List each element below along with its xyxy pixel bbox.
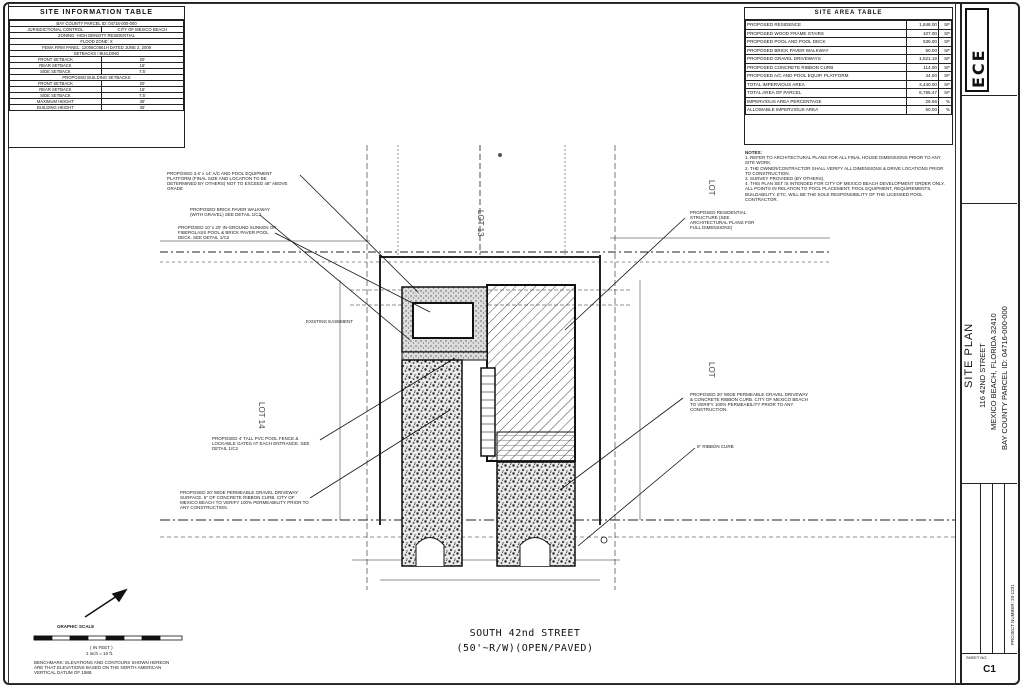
ribbon-curb-left	[415, 537, 445, 566]
ribbon-curb-right	[519, 537, 551, 566]
site-information-table: SITE INFORMATION TABLE BAY COUNTY PARCEL…	[8, 6, 185, 148]
company-logo: ECE	[965, 8, 989, 92]
callout-existing-easement: EXISTING EASEMENT	[306, 319, 354, 324]
sheet-number: C1	[983, 664, 996, 675]
lot-top-right-label: LOT	[707, 180, 716, 196]
street-name: SOUTH 42nd STREET	[469, 628, 581, 639]
note-item: 4. THIS PLAN SET IS INTENDED FOR CITY OF…	[745, 181, 945, 202]
graphic-scale-title: GRAPHIC SCALE	[57, 624, 95, 629]
callout-residence: PROPOSED RESIDENTIAL STRUCTURE (SEE ARCH…	[690, 210, 755, 230]
callout-ribbon-curb: 6" RIBBON CURB	[697, 444, 734, 449]
project-city: MEXICO BEACH, FLORIDA 32410	[989, 313, 998, 430]
notes-block: NOTES: 1. REFER TO ARCHITECTURAL PLANS F…	[745, 150, 945, 202]
site-area-cell: %	[938, 105, 952, 115]
note-item: 3. SURVEY PROVIDED (BY OTHERS).	[745, 176, 825, 182]
site-information-title: SITE INFORMATION TABLE	[9, 7, 184, 20]
note-item: 1. REFER TO ARCHITECTURAL PLANS FOR ALL …	[745, 155, 941, 166]
benchmark-note: BENCHMARK: ELEVATIONS AND CONTOURS SHOWN…	[34, 660, 170, 675]
stair-treads	[481, 375, 495, 449]
callout-gravel-left: PROPOSED 20' WIDE PERMEABLE GRAVEL DRIVE…	[180, 490, 309, 510]
lot-right-label: LOT	[707, 362, 716, 378]
north-arrow-icon	[84, 588, 128, 618]
callout-pool-fence: PROPOSED 4' TALL PVC POOL FENCE & LOCKAB…	[212, 436, 310, 451]
graphic-scale-units: ( IN FEET )	[90, 645, 113, 650]
callout-leaders	[259, 174, 696, 547]
street-right-of-way: (50'~R/W)(OPEN/PAVED)	[456, 643, 594, 654]
title-block	[960, 3, 1017, 684]
pool-fence	[401, 351, 488, 361]
notes-list: 1. REFER TO ARCHITECTURAL PLANS FOR ALL …	[745, 155, 945, 202]
callout-brick-paver: PROPOSED BRICK PAVER WALKWAY (WITH GRAVE…	[190, 207, 270, 217]
project-address: 116 42ND STREET	[978, 343, 987, 408]
lot-13-label: LOT 13	[476, 210, 485, 237]
residence-lower-block	[496, 431, 576, 463]
graphic-scale-bar	[33, 635, 183, 641]
sheet-number-label: SHEET NO.	[966, 655, 988, 660]
site-information-cell: 35'	[100, 104, 185, 111]
sheet-title: SITE PLAN	[963, 322, 975, 388]
callout-pool: PROPOSED 10' x 20' IN-GROUND SUNKEN OR F…	[178, 225, 277, 240]
callout-gravel-right: PROPOSED 20' WIDE PERMEABLE GRAVEL DRIVE…	[690, 392, 809, 412]
site-area-title: SITE AREA TABLE	[745, 8, 952, 20]
lot-14-label: LOT 14	[257, 402, 266, 429]
note-item: 2. THE OWNER/CONTRACTOR SHALL VERIFY ALL…	[745, 165, 944, 176]
site-area-cell: 50.00	[905, 105, 940, 115]
survey-marker	[600, 536, 608, 544]
callout-pool-equipment: PROPOSED 3.5' x 14' A/C AND POOL EQUIPME…	[167, 171, 288, 191]
gravel-driveway-left	[401, 359, 463, 567]
survey-marker	[498, 153, 502, 157]
notes-heading: NOTES:	[745, 150, 763, 155]
project-number: PROJECT NUMBER: 23-1231	[1010, 584, 1015, 645]
project-parcel: BAY COUNTY PARCEL ID: 04716-000-000	[1000, 306, 1009, 450]
company-logo-text: ECE	[969, 48, 988, 88]
wood-stairs	[480, 367, 496, 457]
graphic-scale-ratio: 1 inch = 10 ft.	[86, 651, 114, 656]
drawing-area-border	[8, 3, 956, 684]
